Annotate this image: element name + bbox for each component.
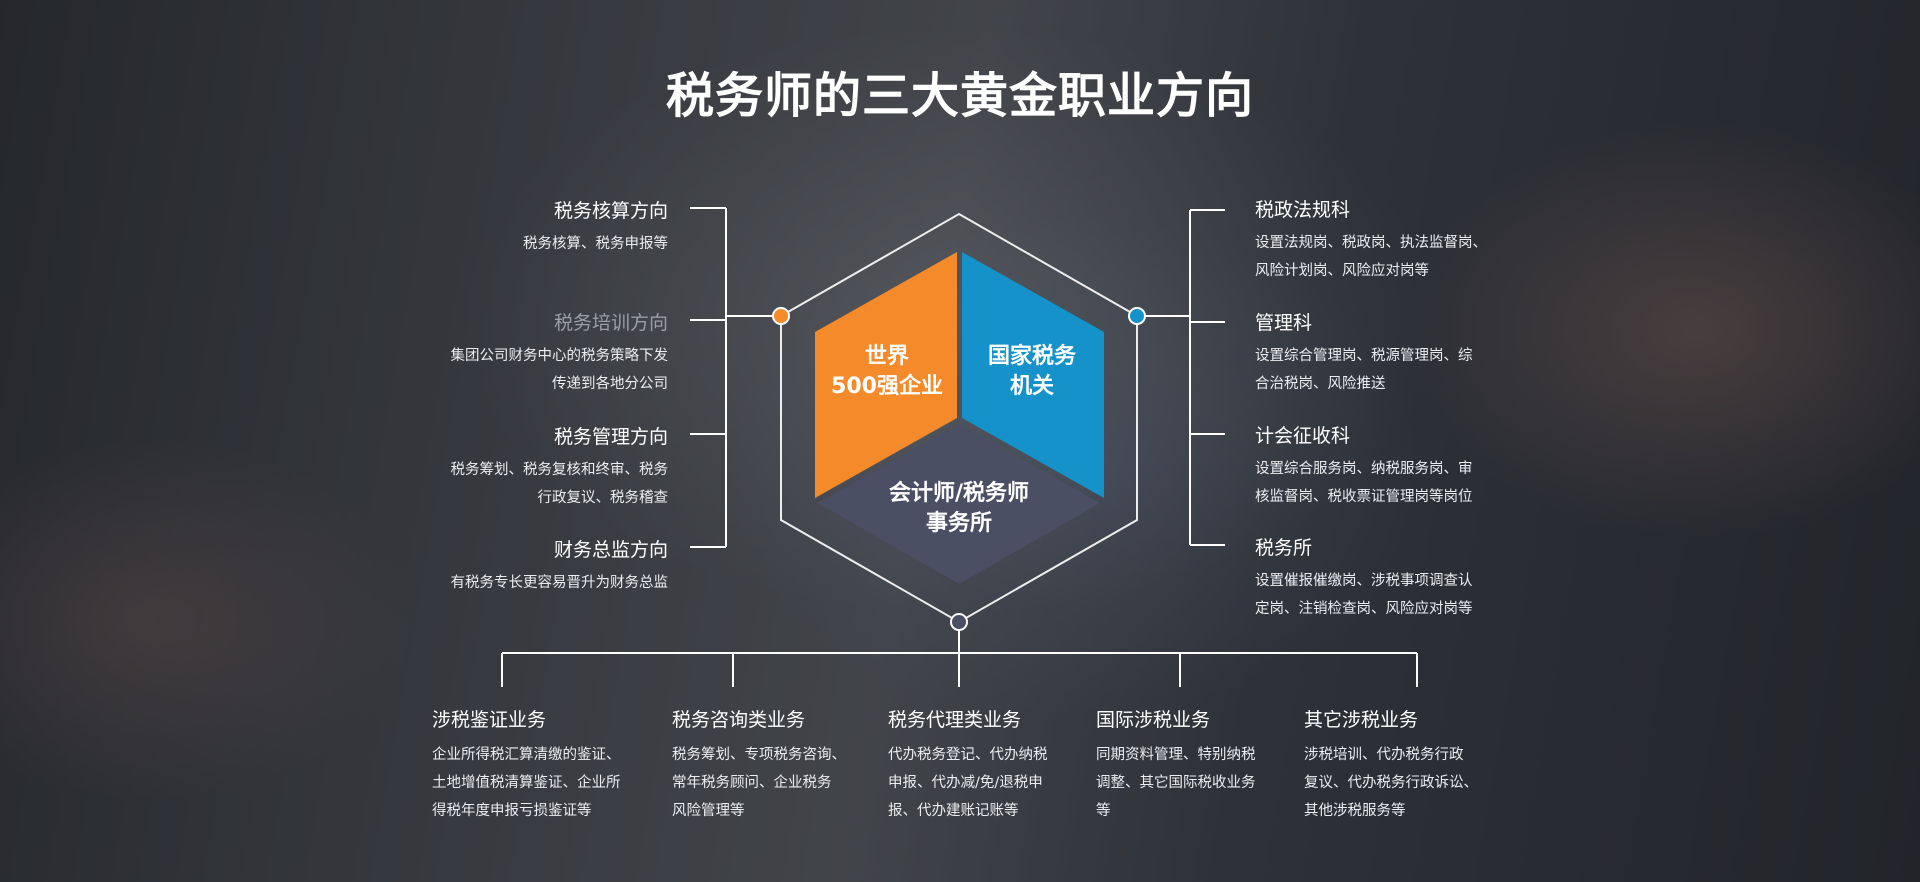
face-firm xyxy=(818,424,1100,584)
face-tax-authority xyxy=(962,252,1104,498)
left-bracket xyxy=(690,207,781,548)
right-branch-title: 税政法规科 xyxy=(1255,199,1351,221)
right-branch-title: 计会征收科 xyxy=(1255,425,1351,447)
page-title: 税务师的三大黄金职业方向 xyxy=(665,68,1254,124)
right-branch-desc: 设置综合服务岗、纳税服务岗、审 核监督岗、税收票证管理岗等岗位 xyxy=(1255,461,1473,505)
bottom-branch-title: 涉税鉴证业务 xyxy=(432,709,547,731)
right-branch-desc: 设置催报催缴岗、涉税事项调查认 定岗、注销检查岗、风险应对岗等 xyxy=(1255,573,1473,617)
bottom-branch-title: 其它涉税业务 xyxy=(1304,709,1419,731)
left-branch-title: 税务核算方向 xyxy=(553,200,668,222)
bottom-vertex-dot xyxy=(950,613,968,631)
label-firm: 会计师/税务师 事务所 xyxy=(888,481,1030,536)
label-world500: 世界 500强企业 xyxy=(831,344,943,399)
left-branch-desc: 税务筹划、税务复核和终审、税务 行政复议、税务稽查 xyxy=(450,462,669,506)
bottom-branch-title: 税务代理类业务 xyxy=(888,709,1022,731)
right-branch-title: 管理科 xyxy=(1255,312,1313,334)
bottom-branch-desc: 涉税培训、代办税务行政 复议、代办税务行政诉讼、 其他涉税服务等 xyxy=(1304,747,1478,819)
right-branch-desc: 设置综合管理岗、税源管理岗、综 合治税岗、风险推送 xyxy=(1255,348,1473,392)
left-branch-desc: 税务核算、税务申报等 xyxy=(523,236,668,252)
left-branch-title: 税务培训方向 xyxy=(553,312,668,334)
bottom-branch-desc: 代办税务登记、代办纳税 申报、代办减/免/退税申 报、代办建账记账等 xyxy=(888,747,1048,819)
left-branch-desc: 集团公司财务中心的税务策略下发 传递到各地分公司 xyxy=(450,348,669,392)
right-vertex-dot xyxy=(1128,307,1146,325)
label-tax-authority: 国家税务 机关 xyxy=(987,344,1076,399)
bottom-branch-title: 税务咨询类业务 xyxy=(672,709,806,731)
bottom-branch-desc: 企业所得税汇算清缴的鉴证、 土地增值税清算鉴证、企业所 得税年度申报亏损鉴证等 xyxy=(432,747,621,819)
right-bracket xyxy=(1137,209,1225,546)
left-vertex-dot xyxy=(772,307,790,325)
bottom-branch-title: 国际涉税业务 xyxy=(1096,709,1211,731)
right-branch-desc: 设置法规岗、税政岗、执法监督岗、 风险计划岗、风险应对岗等 xyxy=(1255,235,1487,279)
face-world500 xyxy=(815,252,957,498)
bottom-branch-desc: 同期资料管理、特别纳税 调整、其它国际税收业务 等 xyxy=(1096,747,1256,819)
bottom-branch-desc: 税务筹划、专项税务咨询、 常年税务顾问、企业税务 风险管理等 xyxy=(672,747,846,819)
left-branch-desc: 有税务专长更容易晋升为财务总监 xyxy=(450,575,669,591)
bottom-bracket xyxy=(501,622,1418,687)
right-branch-title: 税务所 xyxy=(1255,537,1313,559)
left-branch-title: 财务总监方向 xyxy=(553,539,668,561)
left-branch-title: 税务管理方向 xyxy=(553,426,668,448)
